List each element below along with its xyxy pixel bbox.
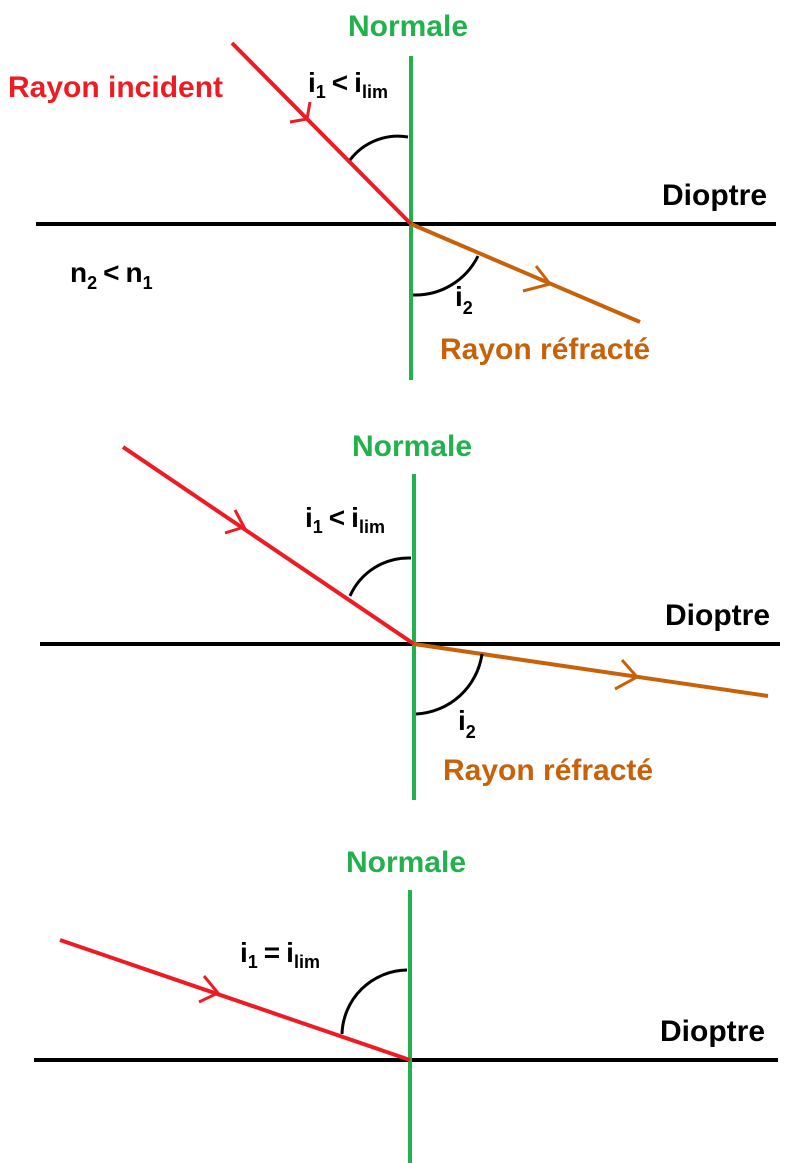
panel-2: Normale i1<ilim Dioptre i2 Rayon réfract… [40, 430, 780, 800]
panel-1-incident-ray [230, 41, 413, 226]
panel-1-refracted-arrowhead [522, 265, 553, 293]
panel-3-dioptre-label: Dioptre [660, 1015, 765, 1048]
panel-1-normal-label: Normale [348, 10, 468, 43]
panel-3: Normale i1=ilim Dioptre [34, 846, 778, 1163]
panel-1-angle-i1-arc [348, 134, 409, 161]
panel-1-index-label: n2<n1 [70, 257, 153, 293]
panel-3-normal-label: Normale [346, 846, 466, 879]
panel-1: Normale Rayon incident i1<ilim Dioptre n… [8, 10, 776, 380]
panel-2-angle-i1-arc [348, 556, 412, 597]
panel-1-angle-i2-label: i2 [455, 281, 473, 318]
panel-2-normal-label: Normale [352, 430, 472, 463]
panel-1-incident-label: Rayon incident [8, 71, 223, 104]
panel-1-dioptre-label: Dioptre [662, 179, 767, 212]
panel-1-refracted-label: Rayon réfracté [440, 333, 650, 366]
panel-1-refracted-ray [410, 222, 641, 324]
panel-1-angle-label: i1<ilim [308, 67, 388, 102]
panel-2-dioptre-label: Dioptre [665, 599, 770, 632]
panel-3-incident-ray [59, 938, 411, 1062]
panel-3-angle-label: i1=ilim [240, 937, 320, 972]
panel-2-angle-i2-arc [415, 653, 484, 716]
panel-2-incident-ray [121, 445, 416, 646]
panel-2-refracted-arrowhead [614, 659, 640, 691]
panel-3-angle-i1-arc [340, 968, 408, 1035]
panel-2-angle-label: i1<ilim [305, 502, 385, 537]
panel-2-refracted-label: Rayon réfracté [443, 754, 653, 787]
panel-2-angle-i2-label: i2 [458, 705, 476, 742]
panel-1-incident-arrowhead [289, 101, 312, 124]
panel-3-incident-arrowhead [198, 975, 221, 1004]
panel-2-incident-arrowhead [224, 509, 247, 535]
panel-2-refracted-ray [413, 642, 769, 698]
panel-1-angle-i2-arc [412, 255, 480, 297]
